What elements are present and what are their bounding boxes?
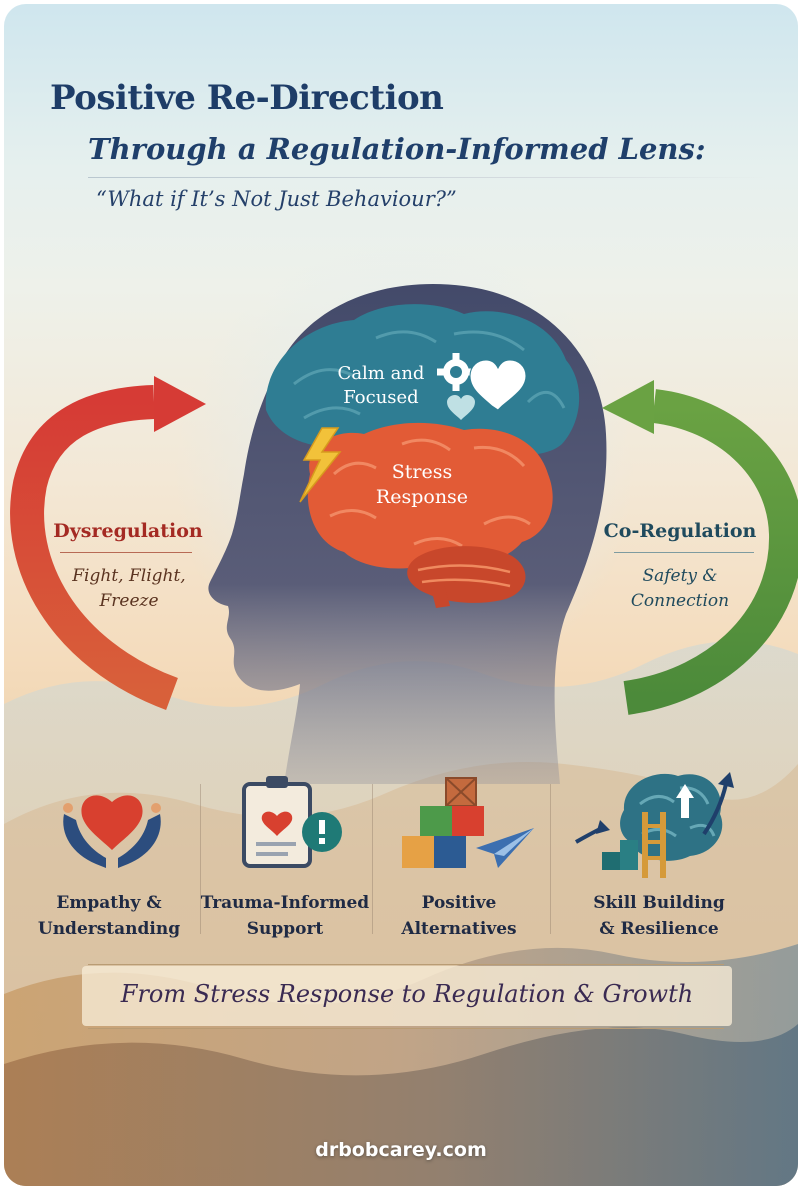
banner-bottom-rule [88,1028,724,1029]
tagline-text: From Stress Response to Regulation & Gro… [120,980,694,1008]
coregulation-arrow [623,389,798,715]
pillar-label-trauma-informed: Trauma-Informed Support [200,890,370,942]
pillar-divider [550,784,551,934]
stress-brain [307,422,553,569]
footer-url[interactable]: drbobcarey.com [315,1139,487,1161]
blocks-paper-plane-icon [402,777,534,868]
dysregulation-line1: Fight, Flight, [72,566,186,586]
small-heart-icon [447,395,475,420]
scene-illustration [4,244,798,1186]
heart-icon [469,359,527,411]
pillar-line1: Trauma-Informed [200,893,370,913]
pillar-line2: Understanding [37,919,181,939]
brain-ladder-growth-icon [575,772,734,878]
dysregulation-heading: Dysregulation [53,520,203,542]
coregulation-heading: Co-Regulation [603,520,757,542]
clipboard-heart-icon [242,776,342,868]
stress-label-line2: Response [375,486,469,508]
dysregulation-divider [60,552,192,553]
brain-stem [430,584,450,608]
pillar-line2: & Resilience [599,919,719,939]
coregulation-detail: Safety & Connection [600,564,760,614]
pillar-divider [372,784,373,934]
page-quote: “What if It’s Not Just Behaviour?” [96,187,457,211]
dysregulation-arrowhead [154,376,206,432]
pillar-divider [200,784,201,934]
calm-brain [265,304,580,455]
heart-hands-icon [63,795,161,868]
pillar-line1: Positive [421,893,497,913]
calm-label-line2: Focused [343,387,419,408]
pillar-label-positive-alternatives: Positive Alternatives [374,890,544,942]
dysregulation-arrow [10,385,179,710]
pillar-line2: Support [246,919,324,939]
calm-label-line1: Calm and [337,363,425,384]
page-title: Positive Re-Direction [50,78,444,118]
mountain-layer-front [4,1024,798,1186]
pillar-line2: Alternatives [401,919,517,939]
stress-label-line1: Stress [391,461,453,483]
pillar-label-empathy: Empathy & Understanding [24,890,194,942]
coregulation-line2: Connection [630,591,730,611]
dysregulation-detail: Fight, Flight, Freeze [54,564,204,614]
stress-brain-label: Stress Response [352,460,492,510]
page-subtitle: Through a Regulation-Informed Lens: [88,132,706,166]
coregulation-arrowhead [602,380,654,434]
infographic-card: Positive Re-Direction Through a Regulati… [4,4,798,1186]
pillar-label-skill-building: Skill Building & Resilience [574,890,744,942]
pillar-line1: Empathy & [56,893,162,913]
coregulation-divider [614,552,754,553]
dysregulation-line2: Freeze [99,591,159,611]
tagline-banner: From Stress Response to Regulation & Gro… [82,966,732,1026]
calm-brain-label: Calm and Focused [316,362,446,410]
banner-top-rule [88,964,724,965]
pillar-line1: Skill Building [593,893,725,913]
coregulation-line1: Safety & [642,566,718,586]
gear-icon [437,353,475,391]
title-divider [88,177,768,178]
lightning-bolt-icon [299,427,342,503]
